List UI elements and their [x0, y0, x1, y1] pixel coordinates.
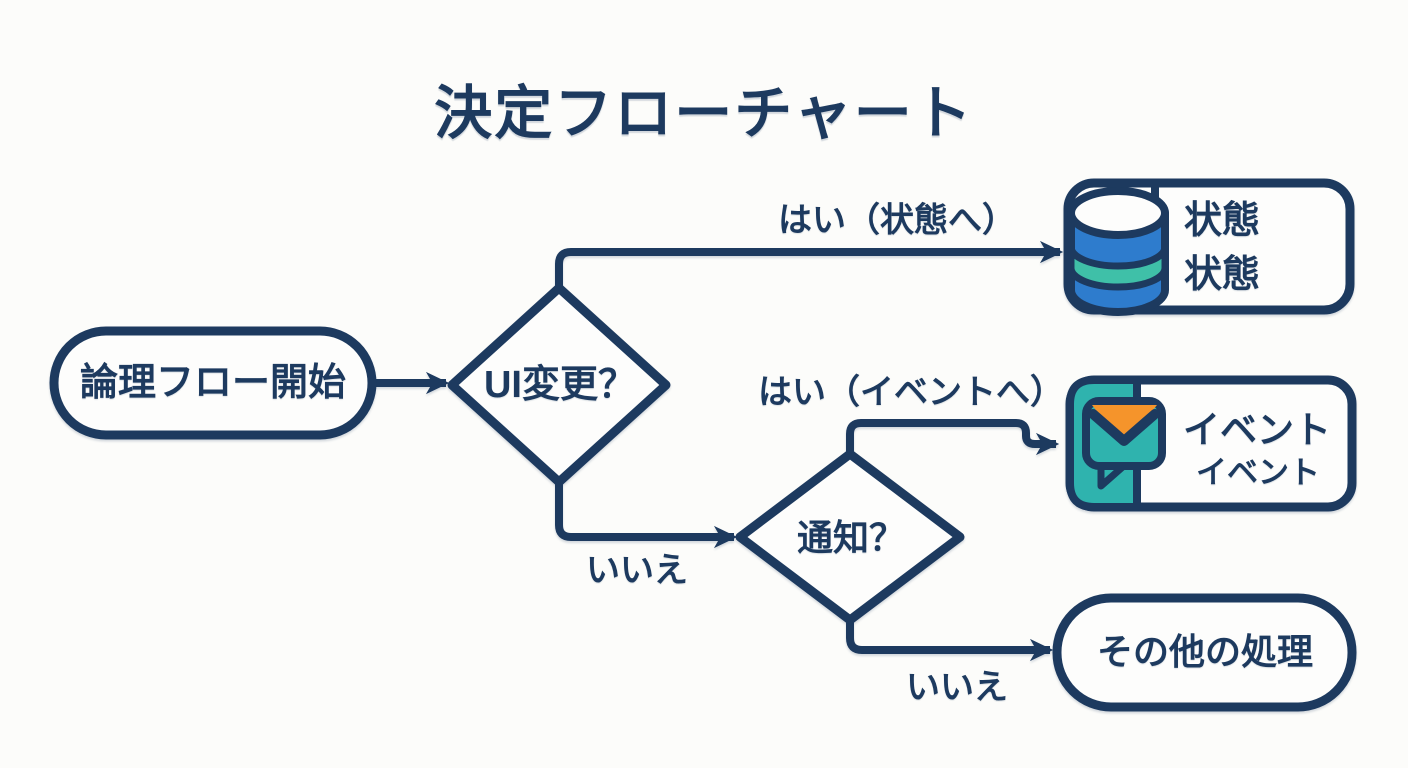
edge-notify-yes — [846, 419, 1060, 456]
edge-label-ui-no: いいえ — [586, 551, 688, 590]
database-icon — [1067, 187, 1169, 316]
event-node-label-line1: イベント — [1183, 409, 1331, 451]
decision-notify-label: 通知？ — [796, 517, 906, 559]
envelope-flap — [1092, 405, 1157, 446]
message-bubble-icon — [1082, 397, 1166, 490]
other-node-label: その他の処理 — [1096, 631, 1314, 673]
edge-notify-no — [846, 619, 1054, 662]
decision-ui-shape — [447, 283, 671, 487]
envelope-chevron-icon — [1088, 409, 1160, 446]
start-node-label: 論理フロー開始 — [79, 362, 347, 405]
edge-label-notify-yes: はい（イベントへ） — [758, 373, 1064, 412]
database-band — [1067, 246, 1169, 291]
decision-ui-label: UI変更？ — [483, 364, 637, 407]
other-node-shape — [1052, 593, 1357, 712]
database-top — [1067, 187, 1169, 239]
edge-label-ui-yes: はい（状態へ） — [778, 201, 1016, 240]
state-node-label-line1: 状態 — [1183, 200, 1261, 243]
state-node-label-line2: 状態 — [1183, 254, 1261, 296]
state-node-label: 状態 状態 — [1184, 195, 1260, 303]
edge-label-notify-no: いいえ — [906, 668, 1008, 707]
edge-ui-no — [555, 481, 738, 549]
start-node-shape — [49, 326, 377, 440]
event-node-label-line2: イベント — [1196, 454, 1320, 490]
diagram-title: 決定フローチャート — [434, 81, 974, 146]
decision-notify-shape — [735, 449, 965, 625]
edge-ui-yes — [555, 240, 1064, 289]
